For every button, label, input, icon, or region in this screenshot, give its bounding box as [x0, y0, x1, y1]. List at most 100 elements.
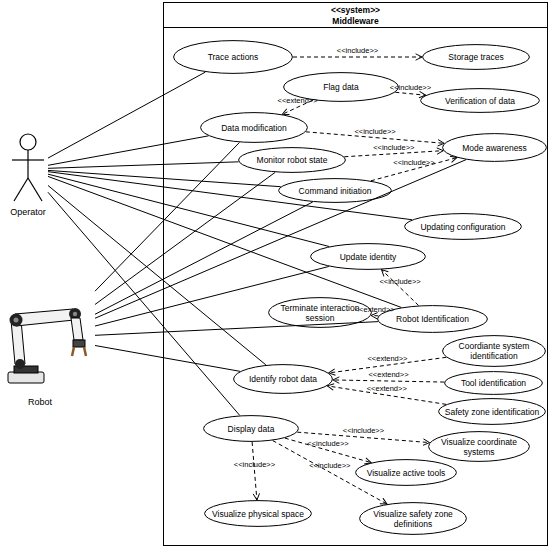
system-boundary: <<system>>MiddlewareTrace actions Storage…	[163, 2, 548, 546]
association-line	[48, 162, 239, 168]
association-line	[95, 322, 378, 336]
use-case-outline	[421, 89, 540, 113]
use-case-outline	[279, 179, 392, 203]
use-case-label: Tool identification	[461, 378, 526, 388]
stereotype-label: <<extend>>	[367, 385, 407, 394]
use-case-label: Update identity	[340, 252, 397, 262]
use-case-label: Visualize physical space	[212, 509, 304, 519]
use-case-outline	[205, 501, 312, 527]
use-case-outline	[234, 365, 333, 394]
use-case-body: Visualize active tools	[355, 459, 457, 486]
stereotype-label: <<extend>>	[355, 306, 395, 315]
use-case-label: Visualize active tools	[367, 468, 446, 478]
dependency-arrow	[371, 315, 378, 316]
use-case-outline	[201, 113, 308, 143]
dependency-arrow	[273, 441, 387, 504]
use-case-label: Coordiante system identification	[445, 341, 543, 361]
dependency-arrow	[371, 158, 457, 181]
use-case-body: Coordiante system identification	[442, 335, 546, 367]
use-case-outline	[439, 399, 546, 425]
stereotype-label: <<include>>	[393, 159, 434, 168]
robot-arm-illustration	[5, 290, 95, 385]
use-case-outline	[204, 416, 299, 442]
stereotype-label: <<include>>	[373, 144, 414, 153]
use-case-outline	[405, 214, 522, 240]
use-case-label: Robot Identification	[396, 314, 469, 324]
use-case-body: Visualize safety zone definitions	[359, 502, 467, 535]
use-case-label: Identify robot data	[249, 374, 317, 384]
use-case: Verification of data	[420, 88, 540, 113]
use-case-body: Storage traces	[422, 44, 530, 70]
use-case: Visualize coordinate systems	[428, 431, 530, 462]
association-line	[48, 170, 281, 186]
use-case-outline	[311, 244, 426, 270]
use-case: Visualize physical space	[204, 500, 312, 527]
actor-label: Operator	[0, 207, 68, 218]
use-case-outline	[445, 372, 543, 395]
use-case: Monitor robot state	[238, 147, 346, 173]
association-line	[95, 202, 313, 314]
use-case-body: Safety zone identification	[438, 398, 546, 425]
use-case-label: Safety zone identification	[445, 407, 540, 417]
use-case-label: Monitor robot state	[257, 155, 328, 165]
use-case-label: Display data	[228, 424, 275, 434]
use-case-outline	[429, 432, 530, 462]
use-case: Display data	[203, 415, 299, 442]
use-case: Storage traces	[422, 44, 530, 70]
use-case: Identify robot data	[233, 364, 333, 394]
stick-figure	[8, 133, 48, 205]
use-case-body: Command initiation	[278, 178, 392, 203]
use-case-label: Verification of data	[445, 96, 515, 106]
use-case-label: Visualize safety zone definitions	[362, 509, 464, 529]
stereotype-label: <<include>>	[309, 462, 350, 471]
use-case-body: Visualize coordinate systems	[428, 431, 530, 462]
use-case-body: Tool identification	[444, 371, 543, 395]
stereotype-label: <<include>>	[234, 461, 275, 470]
actor: Robot	[5, 290, 95, 385]
use-case-outline	[239, 148, 346, 173]
stereotype-label: <<include>>	[337, 47, 378, 56]
dependency-arrow	[252, 442, 257, 500]
use-case-label: Storage traces	[448, 52, 503, 62]
use-case-outline	[443, 336, 546, 367]
use-case: Safety zone identification	[438, 398, 546, 425]
association-line	[48, 172, 412, 220]
association-line	[48, 72, 205, 158]
system-heading: Middleware	[164, 16, 547, 26]
dependency-arrow	[382, 270, 419, 306]
stereotype-label: <<include>>	[390, 84, 431, 93]
use-case: Trace actions	[173, 40, 293, 74]
use-case-outline	[360, 503, 467, 535]
use-case-body: Identify robot data	[233, 364, 333, 394]
use-case-body: Updating configuration	[404, 213, 522, 240]
association-line	[95, 172, 275, 304]
use-case-label: Updating configuration	[420, 222, 505, 232]
use-case: Data modification	[200, 112, 308, 143]
use-case-body: Mode awareness	[442, 133, 547, 162]
use-case-body: Trace actions	[173, 40, 293, 74]
use-case-outline	[423, 45, 530, 70]
stereotype-label: <<include>>	[343, 427, 384, 436]
association-line	[95, 346, 240, 372]
association-line	[48, 136, 209, 165]
system-heading: <<system>>	[164, 5, 547, 15]
association-line	[95, 266, 329, 326]
use-case-label: Mode awareness	[462, 143, 527, 153]
use-case: Updating configuration	[404, 213, 522, 240]
use-case-outline	[356, 460, 457, 486]
use-case-body: Verification of data	[420, 88, 540, 113]
use-case-body: Visualize physical space	[204, 500, 312, 527]
dependency-arrow	[333, 380, 444, 382]
stereotype-label: <<extend>>	[367, 355, 407, 364]
use-case-body: Display data	[203, 415, 299, 442]
use-case: Update identity	[310, 243, 426, 270]
dependency-arrow	[293, 57, 422, 58]
dependency-arrow	[285, 438, 371, 463]
use-case-outline	[443, 134, 547, 162]
use-case-body: Update identity	[310, 243, 426, 270]
use-case-label: Terminate interaction session	[271, 303, 369, 323]
use-case-body: Data modification	[200, 112, 308, 143]
use-case: Coordiante system identification	[442, 335, 546, 367]
use-case-label: Command initiation	[299, 186, 372, 196]
